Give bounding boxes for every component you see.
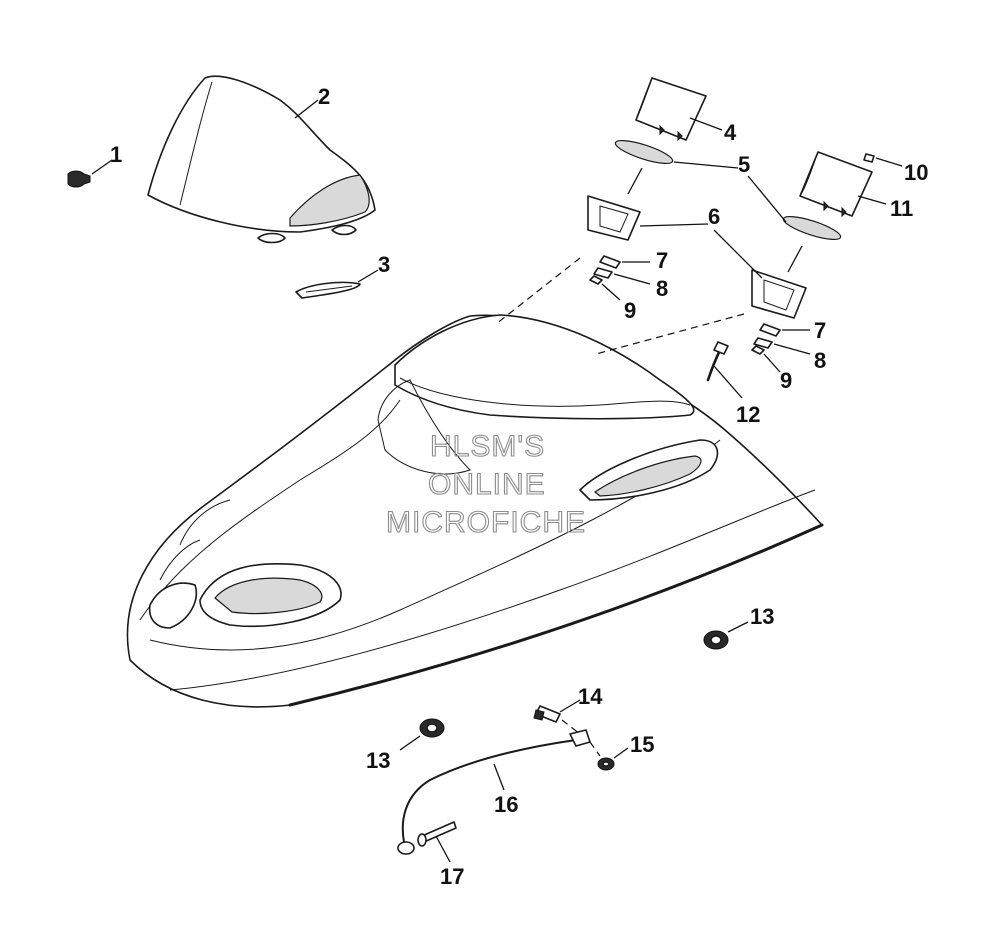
alignment-line-right	[595, 313, 745, 355]
part-13-clip-left: 13	[366, 718, 445, 773]
callout-16: 16	[494, 792, 518, 817]
watermark: HLSM'S ONLINE MICROFICHE	[385, 429, 586, 539]
callout-8b: 8	[814, 348, 826, 373]
callout-7b: 7	[814, 318, 826, 343]
callout-4: 4	[724, 120, 737, 145]
part-6-housings: 6	[587, 195, 807, 319]
callout-13a: 13	[750, 604, 774, 629]
callout-6: 6	[708, 204, 720, 229]
callout-14: 14	[578, 684, 603, 709]
watermark-line-1: HLSM'S	[430, 430, 545, 463]
seal-to-housing-left	[627, 167, 643, 195]
seal-to-housing-right	[787, 245, 803, 273]
part-3-trim-strip: 3	[295, 252, 390, 299]
callout-7a: 7	[656, 248, 668, 273]
hood-body	[126, 314, 824, 708]
callout-17: 17	[440, 864, 464, 889]
part-17-rivet: 17	[417, 821, 464, 889]
hardware-set-right: 7 8 9	[751, 318, 826, 393]
watermark-line-2: ONLINE	[428, 468, 546, 501]
callout-13b: 13	[366, 748, 390, 773]
part-1-fastener: 1	[67, 142, 122, 188]
part-14-bolt: 14	[533, 684, 603, 735]
hardware-set-left: 7 8 9	[589, 248, 668, 323]
watermark-line-3: MICROFICHE	[386, 506, 586, 539]
callout-10: 10	[904, 160, 928, 185]
part-15-nut: 15	[589, 732, 654, 771]
callout-12: 12	[736, 402, 760, 427]
callout-9a: 9	[624, 298, 636, 323]
callout-11: 11	[890, 196, 913, 221]
part-13-clip-right: 13	[703, 604, 774, 650]
alignment-line-left	[495, 257, 581, 325]
part-5-seals: 5	[614, 139, 842, 241]
part-2-windshield: 2	[147, 75, 376, 244]
callout-3: 3	[378, 252, 390, 277]
part-11-gauge: 11	[799, 151, 913, 221]
callout-9b: 9	[780, 368, 792, 393]
part-4-gauge: 4	[635, 77, 737, 145]
callout-8a: 8	[656, 276, 668, 301]
callout-15: 15	[630, 732, 654, 757]
part-10-screw: 10	[863, 153, 928, 185]
callout-1: 1	[110, 142, 122, 167]
callout-2: 2	[318, 84, 330, 109]
callout-5: 5	[738, 152, 750, 177]
part-12-cable-tie: 12	[706, 341, 760, 427]
part-16-tether-cable: 16	[397, 729, 591, 855]
